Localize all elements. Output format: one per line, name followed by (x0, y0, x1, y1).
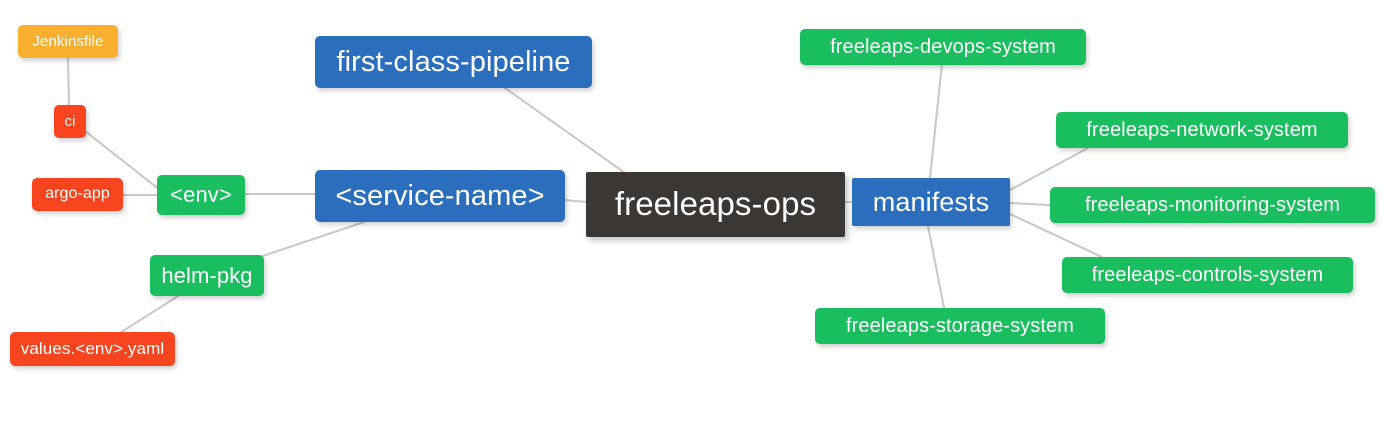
node-service-name[interactable]: <service-name> (315, 170, 565, 222)
node-freeleaps-network-system[interactable]: freeleaps-network-system (1056, 112, 1348, 148)
node-helm-pkg-label: helm-pkg (161, 262, 253, 288)
node-freeleaps-devops-system[interactable]: freeleaps-devops-system (800, 29, 1086, 65)
node-values-env-yaml[interactable]: values.<env>.yaml (10, 332, 175, 366)
node-argo-app[interactable]: argo-app (32, 178, 123, 211)
node-freeleaps-controls-system[interactable]: freeleaps-controls-system (1062, 257, 1353, 293)
node-freeleaps-devops-system-label: freeleaps-devops-system (830, 35, 1056, 58)
edge-manifests-devops (928, 62, 944, 180)
node-manifests[interactable]: manifests (852, 178, 1010, 226)
node-root-label: freeleaps-ops (614, 185, 817, 223)
node-env[interactable]: <env> (157, 175, 245, 215)
node-jenkinsfile[interactable]: Jenkinsfile (18, 25, 118, 58)
node-first-class-pipeline-label: first-class-pipeline (336, 45, 571, 78)
node-freeleaps-monitoring-system-label: freeleaps-monitoring-system (1084, 193, 1340, 216)
node-service-name-label: <service-name> (335, 179, 545, 212)
edge-pipeline-root (503, 86, 627, 175)
node-manifests-label: manifests (872, 186, 990, 217)
node-freeleaps-monitoring-system[interactable]: freeleaps-monitoring-system (1050, 187, 1375, 223)
node-values-env-yaml-label: values.<env>.yaml (20, 339, 165, 359)
node-freeleaps-controls-system-label: freeleaps-controls-system (1091, 263, 1324, 286)
node-freeleaps-storage-system-label: freeleaps-storage-system (845, 314, 1075, 337)
edge-manifests-network (1008, 146, 1090, 192)
node-first-class-pipeline[interactable]: first-class-pipeline (315, 36, 592, 88)
node-jenkinsfile-label: Jenkinsfile (32, 32, 104, 50)
node-helm-pkg[interactable]: helm-pkg (150, 255, 264, 296)
edge-manifests-monitoring (1008, 201, 1052, 207)
node-freeleaps-storage-system[interactable]: freeleaps-storage-system (815, 308, 1105, 344)
edge-manifests-storage (926, 224, 946, 310)
node-ci[interactable]: ci (54, 105, 86, 138)
node-argo-app-label: argo-app (45, 185, 110, 203)
edge-values-helm-pkg (118, 294, 180, 335)
edge-jenkinsfile-ci (66, 56, 71, 107)
node-freeleaps-network-system-label: freeleaps-network-system (1086, 118, 1318, 141)
node-root-freeleaps-ops[interactable]: freeleaps-ops (586, 172, 845, 237)
edge-service-name-root (563, 198, 588, 204)
node-ci-label: ci (64, 112, 76, 130)
node-env-label: <env> (170, 182, 232, 208)
